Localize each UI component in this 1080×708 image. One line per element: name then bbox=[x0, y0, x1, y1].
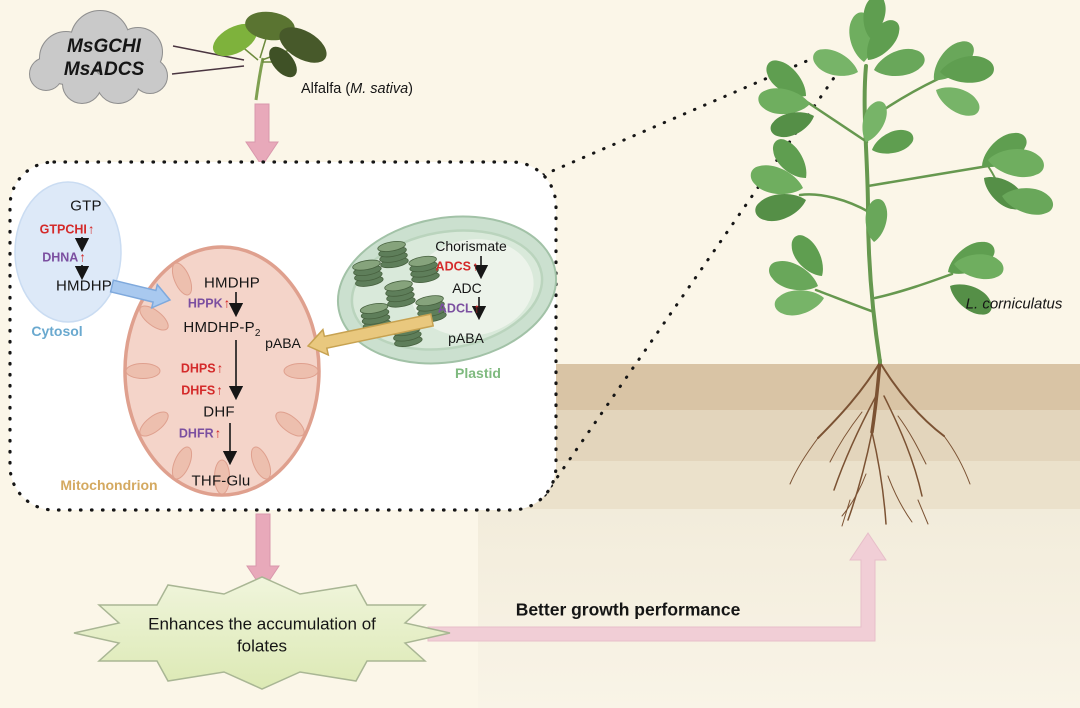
up-arrow-icon: ↑ bbox=[79, 249, 86, 265]
up-arrow-icon: ↑ bbox=[223, 295, 231, 311]
up-arrow-icon: ↑ bbox=[87, 221, 95, 237]
metabolite-hmdhp-p2: HMDHP-P2 bbox=[183, 319, 260, 339]
enzyme-hppk-label: HPPK bbox=[187, 296, 223, 310]
metabolite-hmdhp-mito: HMDHP bbox=[204, 274, 260, 292]
alfalfa-suffix: ) bbox=[408, 81, 414, 97]
plastid-label: Plastid bbox=[455, 365, 501, 381]
alfalfa-seedling bbox=[212, 11, 327, 101]
cytosol-to-mitochondrion-arrow bbox=[109, 279, 172, 310]
soil-layers bbox=[478, 364, 1080, 708]
metabolite-gtp: GTP bbox=[70, 197, 102, 215]
gene-label-msadcs: MsADCS bbox=[63, 59, 145, 80]
enzyme-gtpchi: GTPCHI↑ bbox=[40, 222, 95, 237]
up-arrow-icon: ↑ bbox=[471, 258, 479, 274]
growth-performance-label: Better growth performance bbox=[515, 599, 741, 620]
metabolite-thf-glu: THF-Glu bbox=[191, 472, 251, 490]
starburst-shape bbox=[73, 576, 451, 690]
hmdhp-p2-base: HMDHP-P bbox=[183, 319, 255, 336]
cytosol-label: Cytosol bbox=[31, 323, 83, 339]
cloud-to-seedling-lines bbox=[171, 45, 245, 75]
enzyme-dhna-label: DHNA bbox=[42, 250, 79, 264]
enzyme-gtpchi-label: GTPCHI bbox=[39, 222, 87, 236]
mitochondrion-cristae bbox=[125, 262, 319, 495]
enzyme-dhps-label: DHPS bbox=[180, 361, 216, 375]
enzyme-adcl: ADCL↑ bbox=[438, 301, 480, 316]
metabolite-paba-mito: pABA bbox=[265, 335, 301, 351]
plant-leaves bbox=[747, 0, 1056, 321]
plant-roots bbox=[789, 358, 971, 527]
lotus-plant bbox=[747, 0, 1056, 364]
starburst-label: Enhances the accumulation of folates bbox=[148, 614, 376, 656]
species-label-corniculatus: L. corniculatus bbox=[965, 295, 1063, 313]
metabolite-chorismate: Chorismate bbox=[435, 238, 507, 254]
metabolite-paba-plastid: pABA bbox=[448, 330, 484, 346]
enzyme-hppk: HPPK↑ bbox=[188, 296, 230, 311]
pathway-to-starburst-arrow bbox=[246, 513, 280, 591]
enzyme-adcs: ADCS↑ bbox=[436, 259, 479, 274]
cloud-shape bbox=[29, 10, 168, 104]
enzyme-adcs-label: ADCS bbox=[435, 259, 471, 273]
mitochondrion-shape bbox=[123, 245, 321, 497]
enzyme-dhps: DHPS↑ bbox=[181, 361, 223, 376]
folates-to-plant-arrow bbox=[427, 532, 887, 642]
gene-label-msgchi: MsGCHI bbox=[67, 36, 141, 57]
metabolite-dhf: DHF bbox=[203, 403, 235, 421]
metabolite-hmdhp-cytosol: HMDHP bbox=[56, 277, 112, 295]
alfalfa-species: M. sativa bbox=[350, 81, 409, 97]
up-arrow-icon: ↑ bbox=[473, 300, 481, 316]
up-arrow-icon: ↑ bbox=[214, 425, 222, 441]
alfalfa-label: Alfalfa (M. sativa) bbox=[301, 81, 413, 97]
enzyme-dhfr-label: DHFR bbox=[178, 426, 214, 440]
mitochondrion-label: Mitochondrion bbox=[60, 477, 158, 493]
alfalfa-prefix: Alfalfa ( bbox=[300, 81, 351, 97]
enzyme-dhna: DHNA↑ bbox=[42, 250, 86, 265]
enzyme-dhfr: DHFR↑ bbox=[179, 426, 221, 441]
enzyme-dhfs-label: DHFS bbox=[181, 383, 216, 397]
hmdhp-p2-subscript: 2 bbox=[254, 328, 261, 339]
metabolite-adc: ADC bbox=[452, 280, 482, 296]
up-arrow-icon: ↑ bbox=[216, 360, 224, 376]
enzyme-dhfs: DHFS↑ bbox=[181, 383, 223, 398]
enzyme-adcl-label: ADCL bbox=[437, 301, 473, 315]
plastid-to-mitochondrion-arrow bbox=[306, 313, 435, 357]
seedling-to-pathway-arrow bbox=[245, 103, 279, 167]
up-arrow-icon: ↑ bbox=[216, 382, 223, 398]
cytosol-shape bbox=[14, 181, 122, 323]
reaction-arrows bbox=[74, 237, 489, 466]
